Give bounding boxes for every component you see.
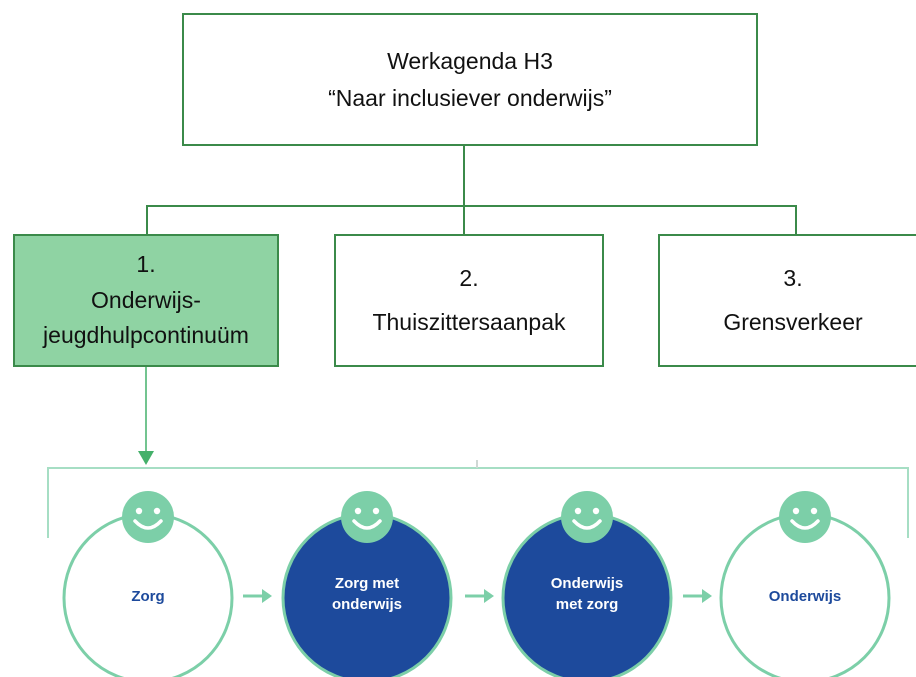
branch-number: 2. [459,264,479,291]
connector-drop-1 [146,205,148,235]
smiley-icon [341,491,393,543]
stage-label: met zorg [556,596,619,613]
branch-label: Onderwijs- [91,286,201,313]
stage-label: onderwijs [332,596,402,613]
smiley-icon [779,491,831,543]
title-box: Werkagenda H3 “Naar inclusiever onderwij… [182,13,758,146]
branch-number: 1. [136,251,156,278]
smiley-icon [561,491,613,543]
branch-box-2: 2. Thuiszittersaanpak [334,234,604,367]
stage-label: Zorg [131,588,164,605]
branch-label: jeugdhulpcontinuüm [43,322,249,349]
connector-drop-2 [463,205,465,235]
branch-box-3: 3. Grensverkeer [658,234,916,367]
smiley-icon [122,491,174,543]
stage-label: Onderwijs [551,575,624,592]
branch-label: Grensverkeer [723,308,863,335]
branch-label: Thuiszittersaanpak [372,308,566,335]
connector-trunk [463,146,465,206]
branch-box-1: 1. Onderwijs- jeugdhulpcontinuüm [13,234,279,367]
stage-label: Onderwijs [769,588,842,605]
arrow-right-icon [683,589,712,603]
arrow-right-icon [243,589,272,603]
connector-bar [146,205,797,207]
stage-label: Zorg met [335,575,399,592]
branch-number: 3. [783,264,803,291]
subtitle-line: “Naar inclusiever onderwijs” [328,84,612,111]
pointer-arrow-head [138,451,154,465]
title-line: Werkagenda H3 [387,47,553,74]
connector-drop-3 [795,205,797,235]
arrow-right-icon [465,589,494,603]
